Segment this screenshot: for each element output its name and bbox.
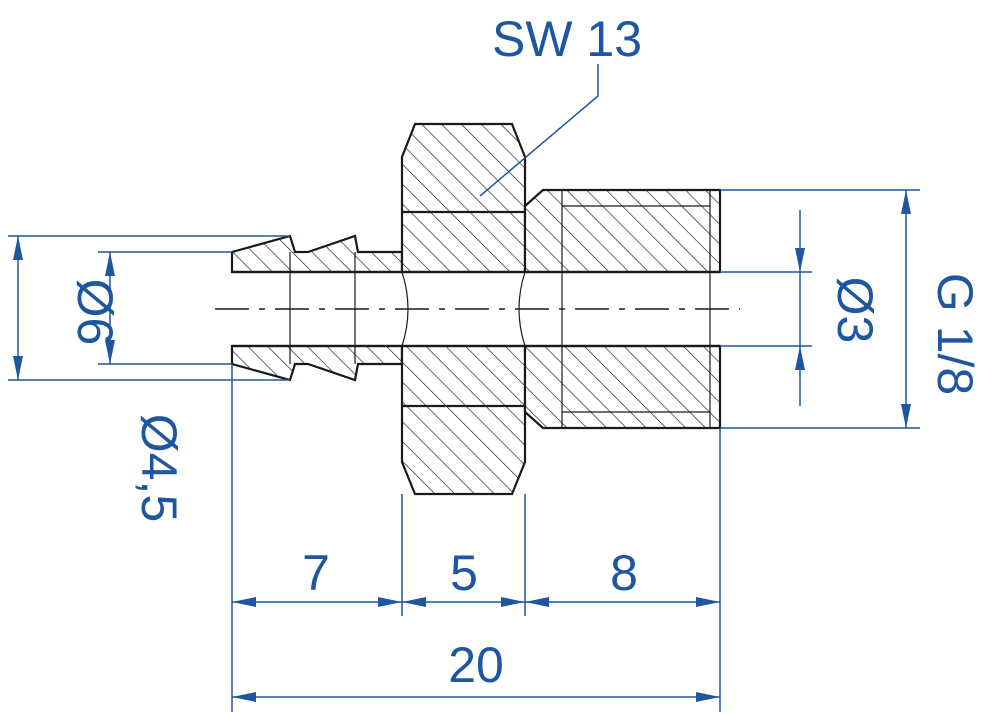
arrow-d3-bottom [795, 346, 805, 370]
arrow-5-right [501, 597, 525, 607]
arrow-d3-top [795, 248, 805, 272]
label-len-20: 20 [448, 637, 504, 693]
part-edges [232, 190, 720, 428]
arrow-total-right [696, 692, 720, 702]
hex-upper-section [400, 122, 527, 274]
arrow-7-right [378, 597, 402, 607]
label-g18: G 1/8 [927, 273, 983, 395]
arrow-g18-top [901, 190, 911, 214]
arrow-8-left [525, 597, 549, 607]
label-len-5: 5 [450, 545, 478, 601]
label-len-7: 7 [302, 545, 330, 601]
arrow-8-right [696, 597, 720, 607]
thread-upper-section [523, 188, 722, 274]
label-d6: Ø6 [67, 279, 123, 346]
hex-lower-section [400, 344, 527, 496]
hose-barb-upper-section [230, 234, 404, 274]
arrow-5-left [402, 597, 426, 607]
part-section [230, 122, 722, 496]
arrow-total-left [232, 692, 256, 702]
label-d45: Ø4,5 [131, 414, 187, 522]
hose-barb-lower-section [230, 344, 404, 382]
label-len-8: 8 [610, 545, 638, 601]
label-sw13: SW 13 [492, 11, 642, 67]
dimensions [8, 64, 920, 712]
arrow-d45-bottom [105, 340, 115, 364]
arrow-d6-bottom [13, 356, 23, 380]
arrow-d6-top [13, 236, 23, 260]
leader-sw13 [479, 64, 599, 197]
arrow-7-left [232, 597, 256, 607]
arrow-d45-top [105, 252, 115, 276]
thread-lower-section [523, 344, 722, 430]
label-d3: Ø3 [827, 277, 883, 344]
arrow-g18-bottom [901, 404, 911, 428]
dimension-labels: SW 13 7 5 8 20 Ø6 Ø4,5 Ø3 G 1/8 [67, 11, 983, 693]
